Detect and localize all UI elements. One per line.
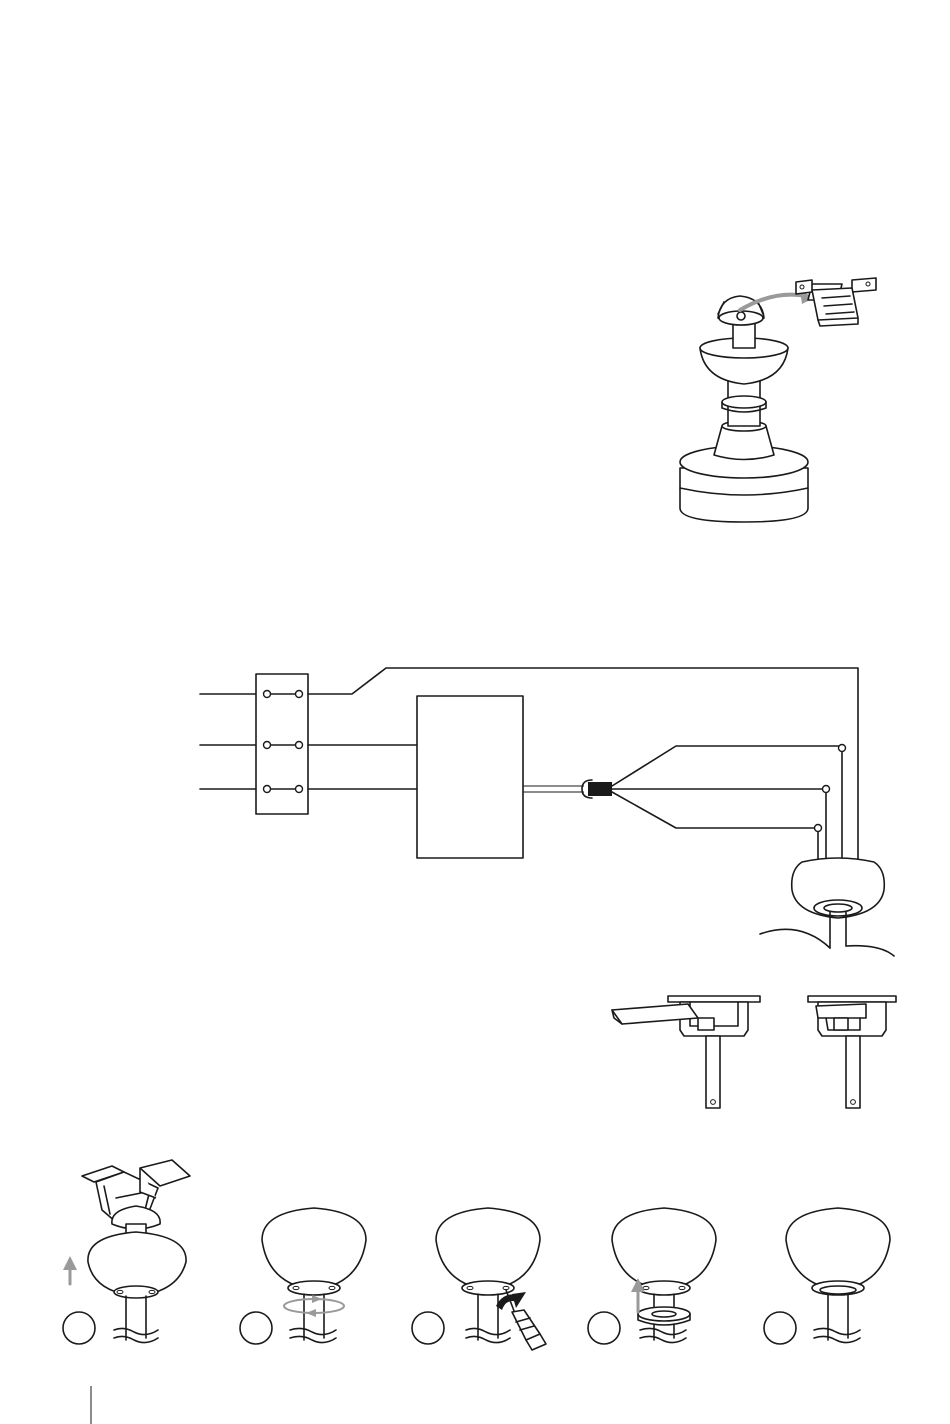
mounting-bracket-illustration xyxy=(612,996,896,1108)
finished-step xyxy=(764,1208,890,1344)
raise-ring-step xyxy=(588,1208,716,1344)
receiver-box xyxy=(417,696,523,858)
fan-terminal-2 xyxy=(823,786,830,793)
lift-canopy-step xyxy=(63,1160,190,1344)
rotate-canopy-step xyxy=(240,1208,366,1344)
tighten-screw-step xyxy=(412,1208,546,1350)
wiring-diagram xyxy=(200,668,894,956)
canopy-assembly-steps xyxy=(63,1160,890,1350)
fan-body-outline xyxy=(760,929,894,956)
fan-terminal-1 xyxy=(839,745,846,752)
plug-body xyxy=(588,782,612,796)
bracket-variant-a xyxy=(612,996,760,1108)
direct-wire-to-fan xyxy=(308,668,858,860)
fan-hook-on-bracket-illustration xyxy=(680,278,876,522)
fan-terminal-3 xyxy=(815,825,822,832)
bracket-variant-b xyxy=(808,996,896,1108)
